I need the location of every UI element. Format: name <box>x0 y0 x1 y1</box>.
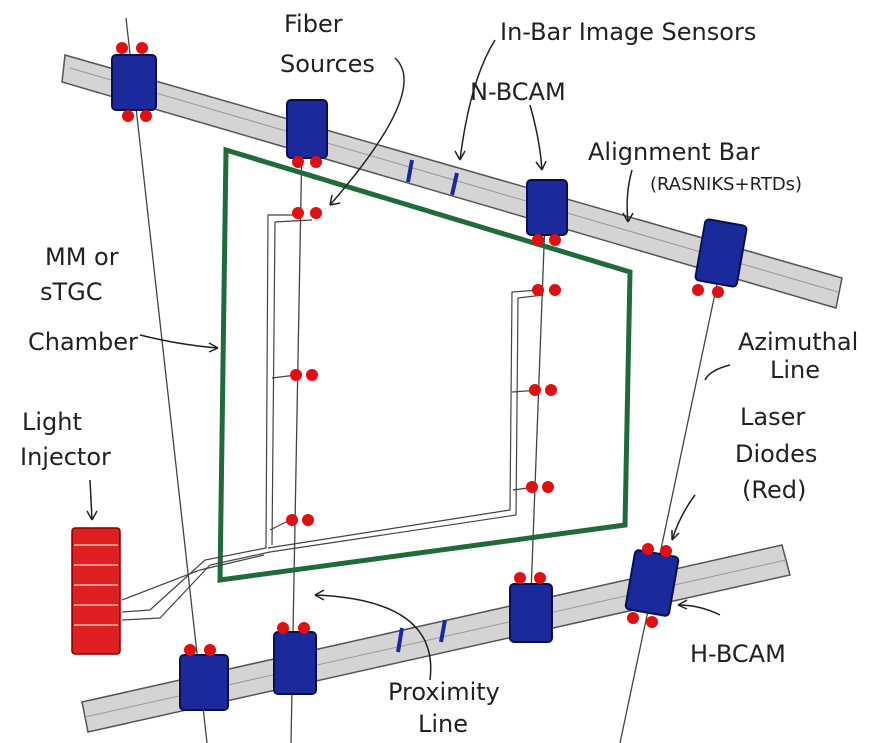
fiber-sources-label: Fiber Sources <box>280 10 375 78</box>
light-injector-label: Light Injector <box>20 408 111 471</box>
laser-diodes <box>116 42 724 656</box>
chamber-outline <box>217 146 633 583</box>
annotation-arrows <box>86 39 731 681</box>
h-bcam-label: H-BCAM <box>690 640 786 668</box>
azimuthal-line-label: Azimuthal Line <box>738 328 866 384</box>
h-bcam <box>624 549 680 617</box>
alignment-bar-sublabel: (RASNIKS+RTDs) <box>650 174 802 195</box>
bcam-top-4 <box>694 218 748 288</box>
in-bar-image-sensors-label: In-Bar Image Sensors <box>500 18 756 46</box>
n-bcam <box>526 179 568 236</box>
in-bar-image-sensors-bottom <box>396 619 447 653</box>
light-injector <box>71 527 121 655</box>
chamber-label: MM or sTGC Chamber <box>28 243 138 356</box>
fibers <box>121 214 544 621</box>
bcam-top-1 <box>111 54 157 111</box>
bcam-bottom-3 <box>509 583 553 643</box>
in-bar-image-sensors-top <box>406 159 459 196</box>
bcam-bottom-2 <box>273 631 317 695</box>
bcam-bottom-1 <box>179 654 229 711</box>
bcams <box>111 54 748 711</box>
bcam-top-2 <box>286 99 328 159</box>
n-bcam-label: N-BCAM <box>470 78 566 106</box>
proximity-line-label: Proximity Line <box>388 678 508 738</box>
laser-diodes-label: Laser Diodes (Red) <box>735 403 825 504</box>
alignment-bar-label: Alignment Bar <box>588 138 760 166</box>
